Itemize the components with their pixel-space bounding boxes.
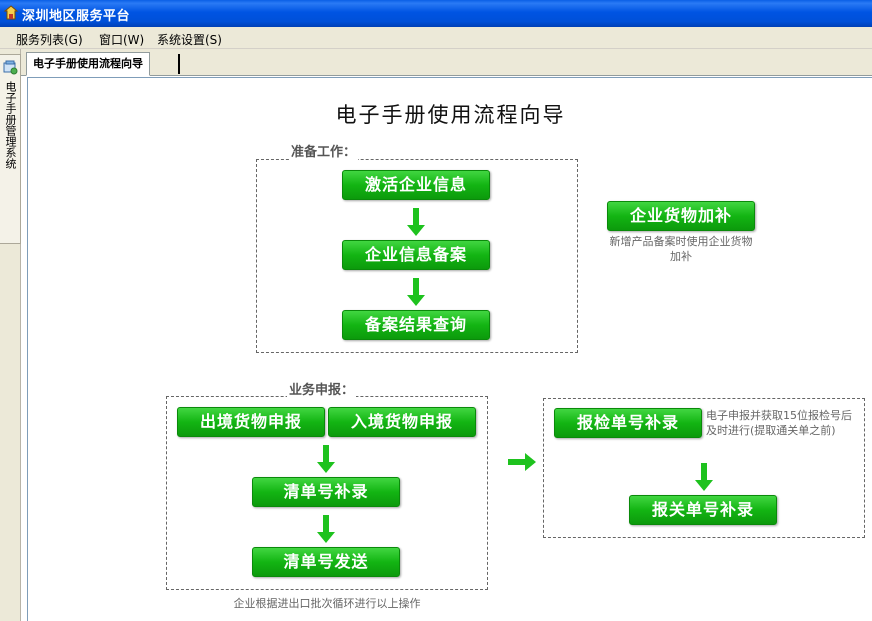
enterprise-filing-button[interactable]: 企业信息备案 (342, 240, 490, 270)
goods-supplement-note: 新增产品备案时使用企业货物加补 (609, 235, 753, 263)
tab-strip: 电子手册使用流程向导 (21, 49, 872, 76)
module-icon (3, 60, 18, 75)
customs-number-entry-button[interactable]: 报关单号补录 (629, 495, 777, 525)
app-logo-icon (3, 5, 19, 20)
list-number-send-button[interactable]: 清单号发送 (252, 547, 400, 577)
menu-bar: 服务列表(G) 窗口(W) 系统设置(S) (0, 27, 872, 49)
arrow-right-icon (508, 453, 536, 471)
list-number-entry-button[interactable]: 清单号补录 (252, 477, 400, 507)
activate-enterprise-button[interactable]: 激活企业信息 (342, 170, 490, 200)
left-sidebar: 电子手册管理系统 (0, 49, 21, 621)
arrow-down-icon (317, 445, 335, 473)
inspection-number-entry-button[interactable]: 报检单号补录 (554, 408, 702, 438)
sidebar-tab-manual-system[interactable]: 电子手册管理系统 (0, 54, 21, 244)
menu-service-list[interactable]: 服务列表(G) (16, 33, 83, 47)
declare-section-label: 业务申报： (287, 379, 357, 398)
declare-cycle-note: 企业根据进出口批次循环进行以上操作 (233, 597, 421, 610)
goods-supplement-button[interactable]: 企业货物加补 (607, 201, 755, 231)
menu-system-settings[interactable]: 系统设置(S) (157, 33, 222, 47)
filing-result-query-button[interactable]: 备案结果查询 (342, 310, 490, 340)
tab-divider (178, 54, 180, 74)
page-title: 电子手册使用流程向导 (335, 103, 566, 127)
title-bar: 深圳地区服务平台 (0, 0, 872, 27)
arrow-down-icon (695, 463, 713, 491)
arrow-down-icon (407, 278, 425, 306)
tab-manual-guide[interactable]: 电子手册使用流程向导 (26, 52, 150, 76)
window-title: 深圳地区服务平台 (22, 9, 131, 24)
arrow-down-icon (317, 515, 335, 543)
inbound-declare-button[interactable]: 入境货物申报 (328, 407, 476, 437)
prepare-section-label: 准备工作： (289, 141, 359, 160)
menu-window[interactable]: 窗口(W) (99, 33, 145, 47)
followup-section-box (543, 398, 865, 538)
main-content: 电子手册使用流程向导 准备工作： 激活企业信息 企业信息备案 备案结果查询 企业… (27, 77, 872, 621)
sidebar-tab-label: 电子手册管理系统 (4, 81, 17, 169)
inspection-number-note: 电子申报并获取15位报检号后及时进行(提取通关单之前) (706, 409, 852, 437)
outbound-declare-button[interactable]: 出境货物申报 (177, 407, 325, 437)
arrow-down-icon (407, 208, 425, 236)
prepare-section-box (256, 159, 578, 353)
